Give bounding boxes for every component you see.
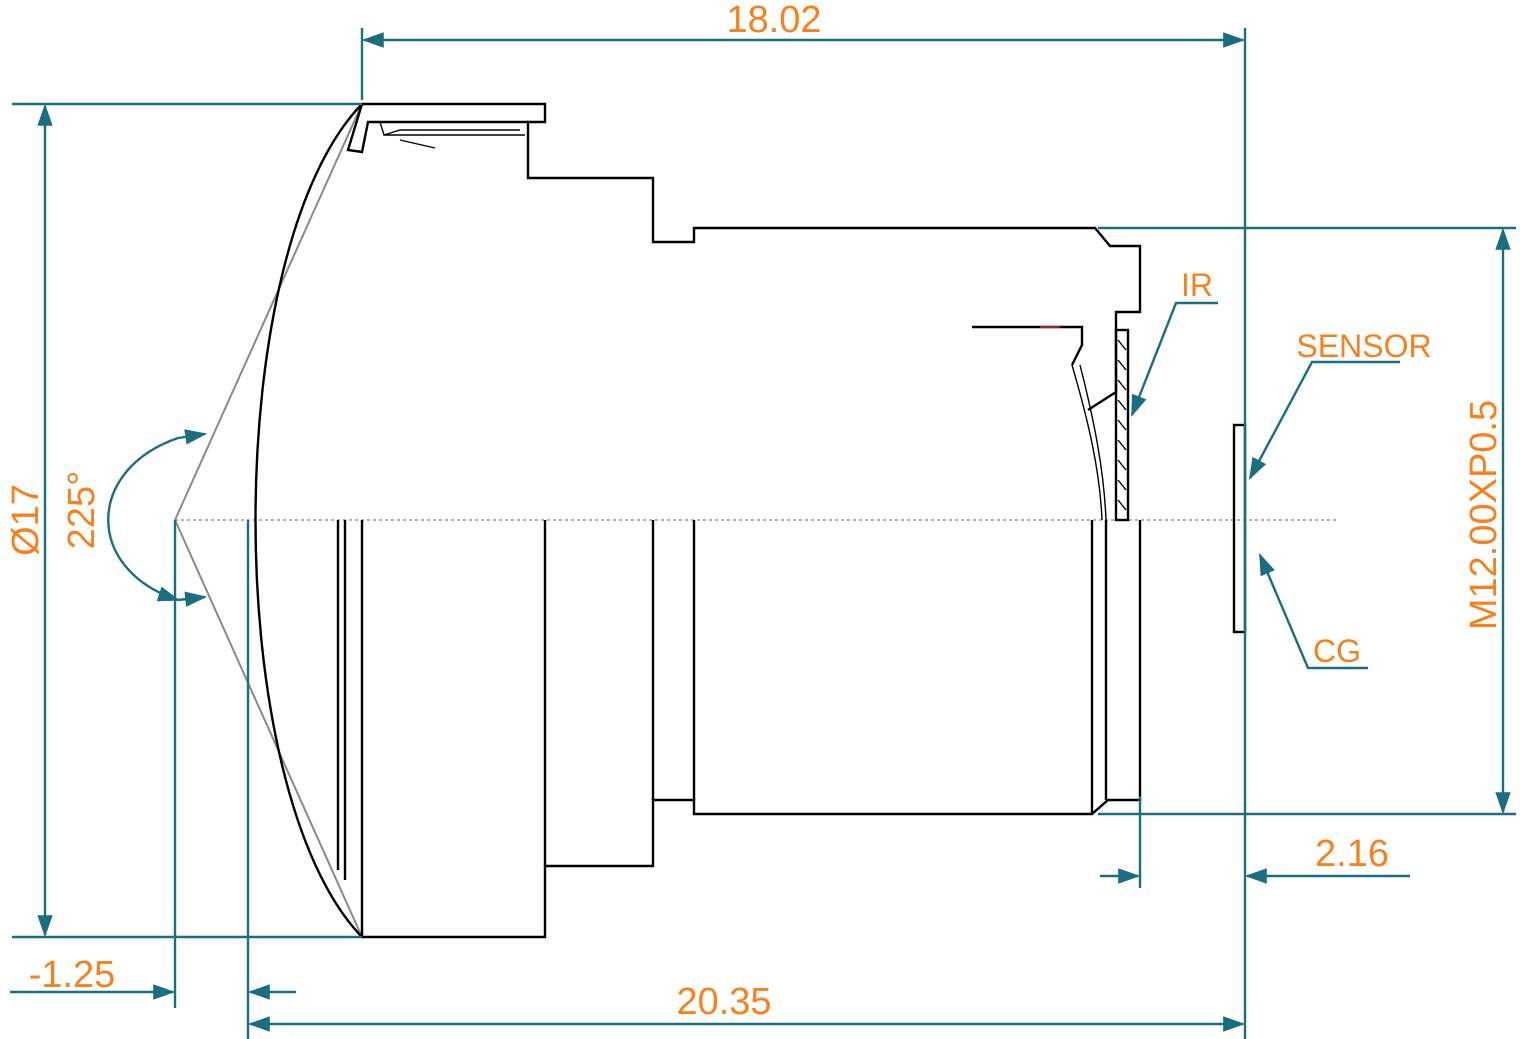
ir-filter-label: IR [1181, 267, 1213, 303]
cg-label: CG [1313, 633, 1361, 669]
lens-section-upper [346, 102, 1142, 522]
front-offset-dimension-label: -1.25 [29, 954, 116, 996]
thread-dimension-label: M12.00XP0.5 [1463, 400, 1505, 630]
optical-length-dimension-label: 20.35 [676, 981, 771, 1023]
fov-angle-label: 225° [61, 471, 103, 550]
dimension-lines [10, 28, 1516, 1039]
sensor-plate [1232, 423, 1247, 634]
diameter-dimension-label: Ø17 [5, 484, 47, 556]
lens-body-lower [336, 520, 1142, 939]
back-focal-dimension-label: 2.16 [1315, 833, 1389, 875]
length-dimension-label: 18.02 [726, 0, 821, 41]
sensor-label: SENSOR [1296, 328, 1431, 364]
